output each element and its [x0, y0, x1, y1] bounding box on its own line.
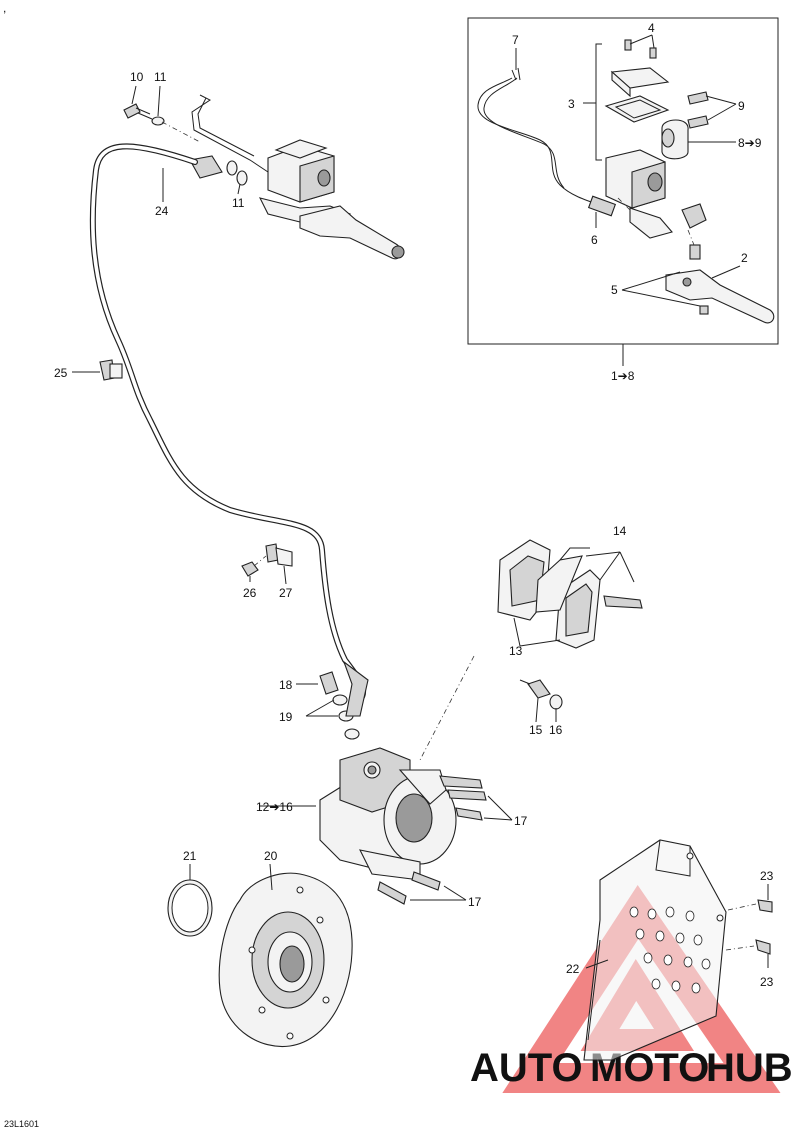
callout-4: 4 [648, 21, 655, 35]
callout-6: 6 [591, 233, 598, 247]
callout-12-to-16: 12➔16 [256, 800, 293, 814]
callout-5: 5 [611, 283, 618, 297]
callout-8-to-9: 8➔9 [738, 136, 762, 150]
callout-11-bottom: 11 [232, 196, 245, 210]
callout-15: 15 [529, 723, 543, 737]
callout-22: 22 [566, 962, 580, 976]
callout-23-lower: 23 [760, 975, 774, 989]
callout-16: 16 [549, 723, 563, 737]
corner-mark: , [3, 1, 6, 15]
brake-pads [497, 539, 643, 649]
master-cylinder-kit-inset [467, 17, 779, 366]
callout-26: 26 [243, 586, 257, 600]
callout-19: 19 [279, 710, 293, 724]
callout-25: 25 [54, 366, 68, 380]
callout-18: 18 [279, 678, 293, 692]
brake-hose [72, 143, 367, 703]
callout-14: 14 [613, 524, 627, 538]
callout-2: 2 [741, 251, 748, 265]
callout-10: 10 [130, 70, 144, 84]
brake-caliper [260, 655, 513, 905]
watermark-auto: AUTO [470, 1046, 583, 1090]
watermark-hub: HUB [706, 1046, 793, 1090]
bleeder-and-banjo [296, 660, 563, 740]
callout-20: 20 [264, 849, 278, 863]
heat-shield [583, 839, 773, 1061]
callout-21: 21 [183, 849, 197, 863]
diagram-code: 23L1601 [4, 1119, 39, 1129]
brake-disc [167, 863, 353, 1048]
callout-11-top: 11 [154, 70, 167, 84]
callout-23-upper: 23 [760, 869, 774, 883]
callout-9: 9 [738, 99, 745, 113]
callout-17-upper: 17 [514, 814, 528, 828]
callout-17-lower: 17 [468, 895, 482, 909]
callout-13: 13 [509, 644, 523, 658]
callout-7: 7 [512, 33, 519, 47]
callout-labels: 7 4 3 9 8➔9 6 2 5 1➔8 10 11 11 24 25 14 … [54, 21, 774, 989]
master-cylinder-assembly [123, 85, 405, 260]
callout-27: 27 [279, 586, 293, 600]
callout-24: 24 [155, 204, 169, 218]
hose-clip-26-27 [241, 543, 293, 585]
callout-1-to-8: 1➔8 [611, 369, 635, 383]
callout-3: 3 [568, 97, 575, 111]
